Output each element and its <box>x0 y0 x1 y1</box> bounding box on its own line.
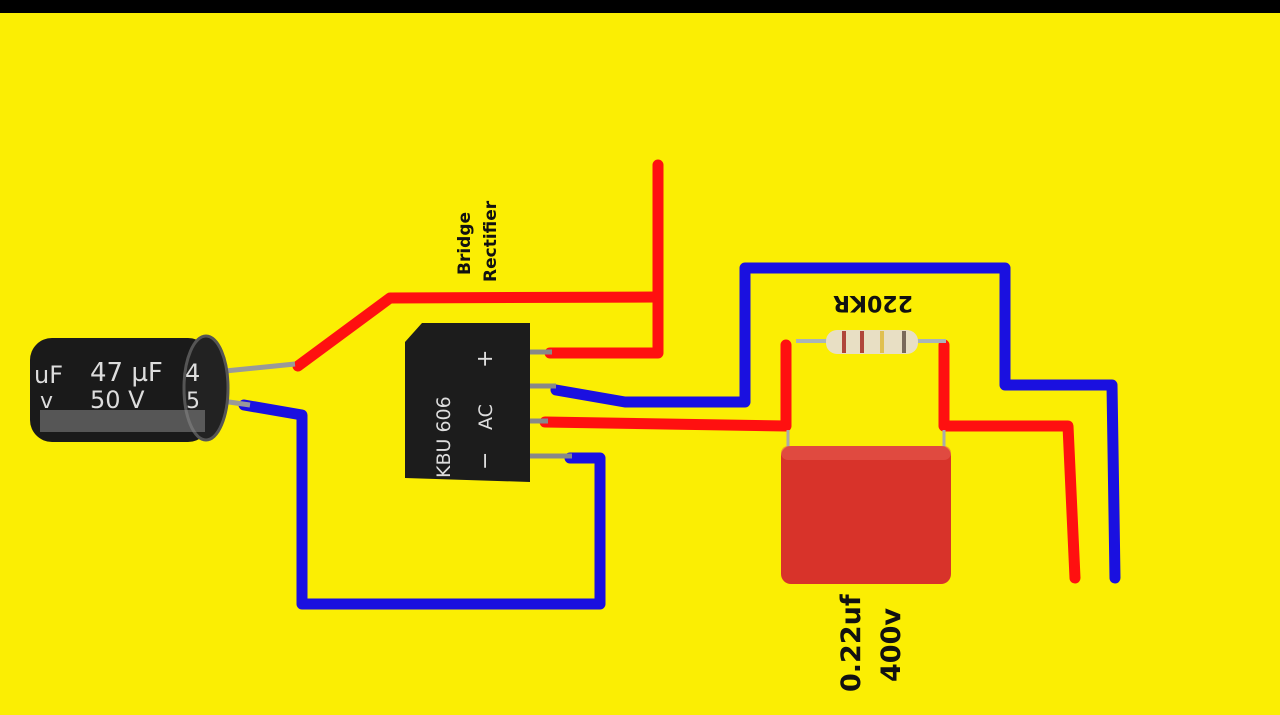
wire-red-input-plus <box>544 159 664 359</box>
film-cap-label-line2: 400v <box>876 608 907 682</box>
bridge-model-text: KBU 606 <box>433 396 455 478</box>
cap-text-left2: v <box>40 389 53 414</box>
film-capacitor <box>781 430 951 584</box>
bridge-minus-text: − <box>473 452 498 470</box>
film-cap-label-line1: 0.22uf <box>836 594 867 692</box>
bridge-plus-text: + <box>473 350 498 368</box>
resistor-label: 220KR <box>833 290 913 315</box>
resistor <box>796 330 946 354</box>
bridge-ac-text: AC <box>475 404 497 430</box>
wire-red-cap-to-plus <box>292 291 664 372</box>
cap-text-right1: 4 <box>185 359 200 387</box>
cap-voltage-text: 50 V <box>90 386 145 414</box>
top-bar <box>0 0 1280 13</box>
bridge-label-line1: Bridge <box>455 212 475 275</box>
wire-blue-ac <box>550 262 1121 584</box>
bridge-label-line2: Rectifier <box>481 200 501 282</box>
electrolytic-capacitor: uF 47 µF 4 v 50 V 5 <box>30 334 296 442</box>
cap-text-right2: 5 <box>186 389 200 414</box>
bridge-rectifier: KBU 606 + AC − <box>405 323 572 482</box>
wire-red-output <box>938 339 1081 584</box>
cap-text-left1: uF <box>34 361 63 389</box>
wire-red-ac <box>539 339 792 432</box>
cap-capacitance-text: 47 µF <box>90 358 163 388</box>
wire-blue-minus <box>238 399 606 610</box>
